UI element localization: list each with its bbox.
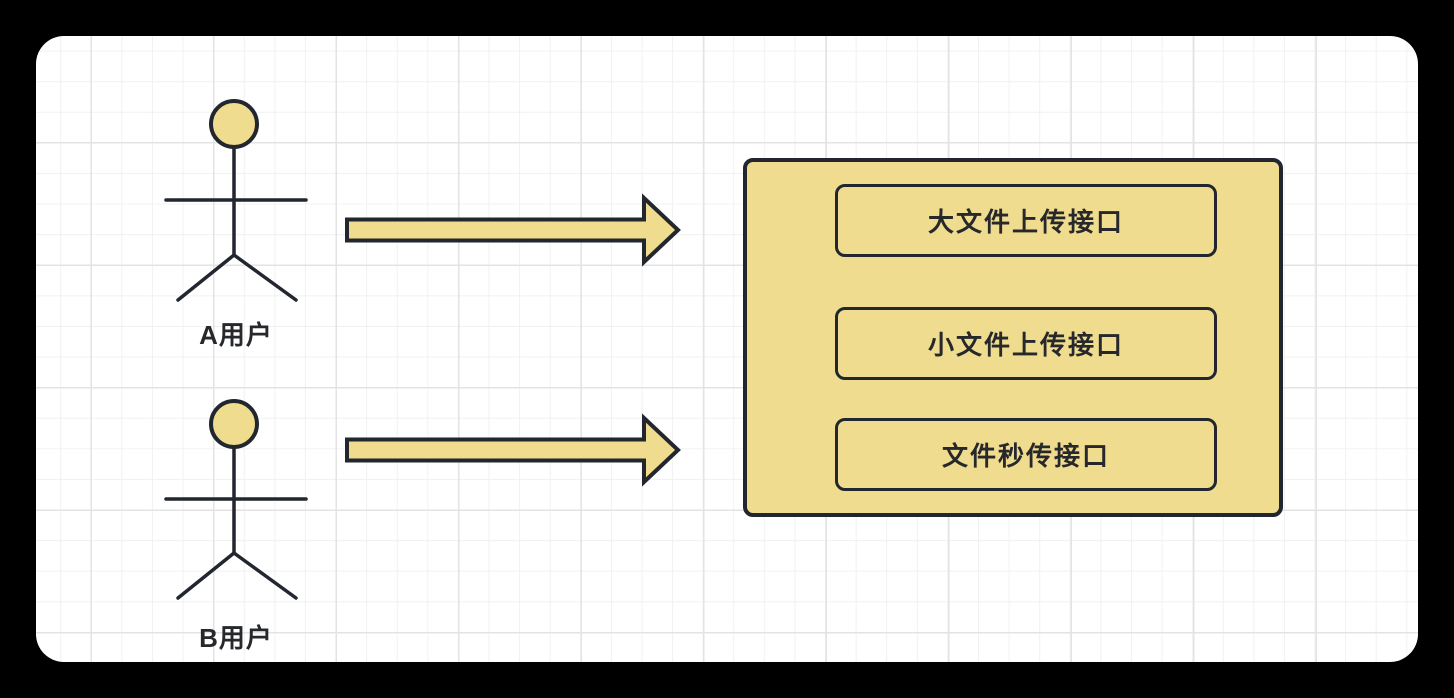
interface-box-small-file-upload: 小文件上传接口 [835, 307, 1217, 380]
actor-b-label: B用户 [199, 623, 273, 653]
actor-a-label: A用户 [199, 320, 273, 350]
interface-box-large-file-upload: 大文件上传接口 [835, 184, 1217, 257]
server-container-box: 大文件上传接口 小文件上传接口 文件秒传接口 [743, 158, 1283, 517]
interface-box-instant-file-upload: 文件秒传接口 [835, 418, 1217, 491]
